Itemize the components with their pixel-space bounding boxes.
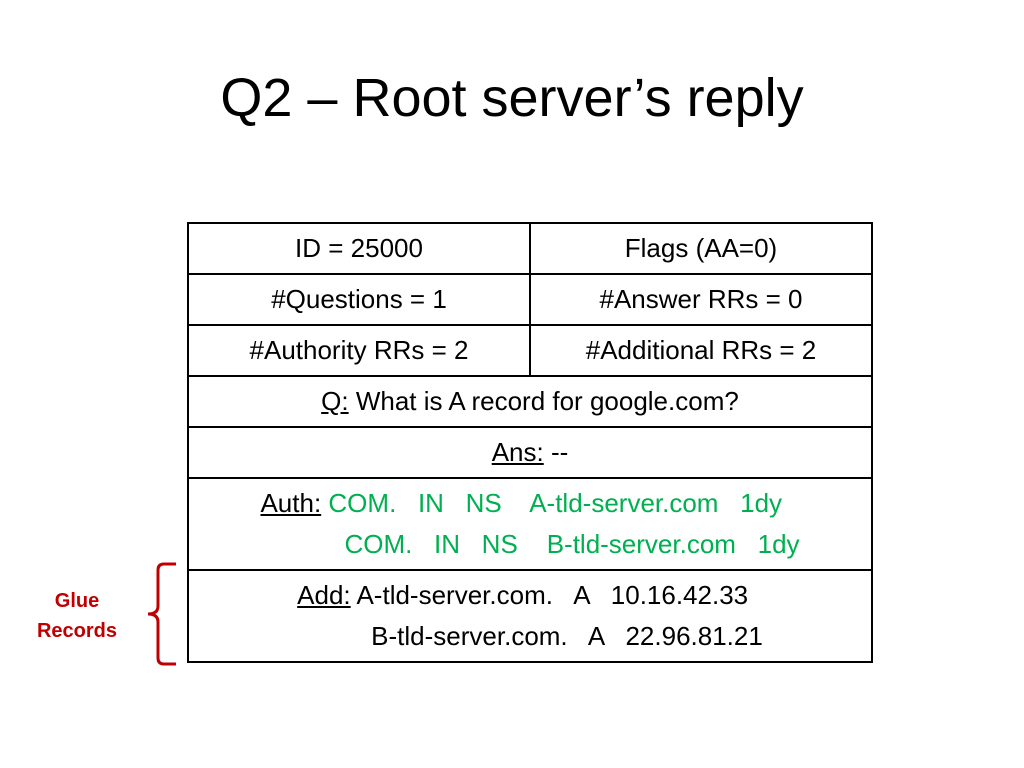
glue-records-label: Glue Records	[22, 586, 132, 646]
authority-record: COM. IN NS B-tld-server.com 1dy	[344, 529, 800, 559]
curly-brace-icon	[147, 562, 176, 666]
table-row: Add: A-tld-server.com. A 10.16.42.33 B-t…	[187, 569, 873, 663]
authority-rrs-count: #Authority RRs = 2	[187, 324, 531, 377]
question-text: What is A record for google.com?	[348, 386, 739, 416]
authority-records: Auth: COM. IN NS A-tld-server.com 1dy CO…	[260, 483, 799, 565]
dns-message-table: ID = 25000 Flags (AA=0) #Questions = 1 #…	[187, 222, 873, 663]
additional-label: Add:	[297, 580, 351, 610]
additional-records: Add: A-tld-server.com. A 10.16.42.33 B-t…	[297, 575, 763, 657]
flags-field: Flags (AA=0)	[529, 222, 873, 275]
table-row: Auth: COM. IN NS A-tld-server.com 1dy CO…	[187, 477, 873, 571]
authority-section: Auth: COM. IN NS A-tld-server.com 1dy CO…	[187, 477, 873, 571]
table-row: #Questions = 1 #Answer RRs = 0	[187, 273, 873, 326]
additional-rrs-count: #Additional RRs = 2	[529, 324, 873, 377]
questions-count: #Questions = 1	[187, 273, 531, 326]
question-label: Q:	[321, 386, 349, 416]
authority-record: COM. IN NS A-tld-server.com 1dy	[328, 488, 783, 518]
slide-title: Q2 – Root server’s reply	[220, 68, 804, 128]
glue-label-line: Glue	[54, 590, 100, 612]
answer-section: Ans: --	[187, 426, 873, 479]
authority-label: Auth:	[260, 488, 322, 518]
table-row: #Authority RRs = 2 #Additional RRs = 2	[187, 324, 873, 377]
table-row: ID = 25000 Flags (AA=0)	[187, 222, 873, 275]
table-row: Q: What is A record for google.com?	[187, 375, 873, 428]
additional-record: A-tld-server.com. A 10.16.42.33	[356, 580, 749, 610]
question-section: Q: What is A record for google.com?	[187, 375, 873, 428]
answer-rrs-count: #Answer RRs = 0	[529, 273, 873, 326]
answer-text: --	[543, 437, 569, 467]
glue-label-line: Records	[36, 620, 118, 642]
table-row: Ans: --	[187, 426, 873, 479]
additional-record: B-tld-server.com. A 22.96.81.21	[371, 621, 763, 651]
id-field: ID = 25000	[187, 222, 531, 275]
answer-label: Ans:	[491, 437, 544, 467]
additional-section: Add: A-tld-server.com. A 10.16.42.33 B-t…	[187, 569, 873, 663]
